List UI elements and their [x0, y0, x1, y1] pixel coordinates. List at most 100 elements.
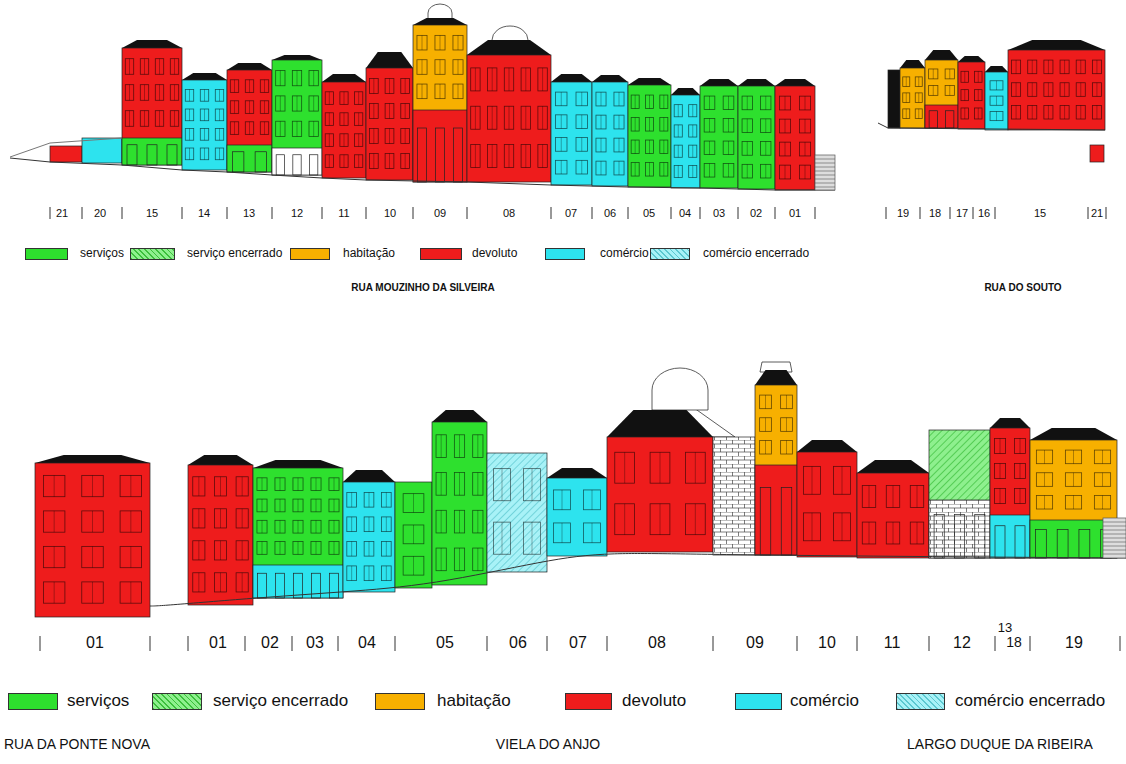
- window: [689, 165, 697, 177]
- window-bar: [313, 96, 314, 111]
- window: [886, 486, 899, 508]
- facade: [857, 473, 929, 558]
- tick: [628, 207, 629, 219]
- window: [596, 161, 606, 175]
- window: [155, 111, 163, 127]
- building: [122, 40, 182, 165]
- facade: [547, 478, 607, 556]
- facade: [888, 70, 900, 128]
- window-bar: [405, 129, 406, 144]
- window-bar: [1000, 489, 1001, 504]
- window-bar: [692, 125, 693, 137]
- window-bar: [1044, 450, 1045, 464]
- window-bar: [262, 478, 263, 491]
- door: [954, 515, 964, 559]
- window-bar: [174, 59, 175, 75]
- facade: [343, 482, 395, 592]
- window: [834, 513, 851, 541]
- building-number: 10: [818, 634, 836, 652]
- window: [340, 113, 348, 126]
- facade: [628, 85, 671, 187]
- window-bar: [933, 85, 934, 95]
- window: [1044, 60, 1053, 74]
- window-bar: [581, 115, 582, 129]
- window: [325, 155, 333, 168]
- window-bar: [373, 154, 374, 169]
- window: [401, 79, 410, 94]
- building-number: VIELA DO ANJO: [496, 737, 600, 752]
- window-bar: [477, 548, 478, 571]
- window: [910, 522, 923, 544]
- window: [185, 129, 193, 141]
- tick: [607, 636, 608, 651]
- window-bar: [242, 509, 243, 528]
- window: [760, 395, 772, 409]
- window-bar: [297, 96, 298, 111]
- window-bar: [369, 541, 370, 556]
- window-bar: [344, 155, 345, 168]
- window: [329, 520, 339, 533]
- window-bar: [174, 85, 175, 101]
- window: [309, 71, 318, 86]
- window: [257, 542, 267, 555]
- window: [276, 71, 285, 86]
- window-bar: [334, 520, 335, 533]
- window: [236, 509, 248, 528]
- building: [253, 460, 343, 598]
- window-bar: [785, 165, 786, 179]
- tick: [1088, 207, 1089, 219]
- window: [990, 96, 1003, 105]
- roof: [122, 40, 182, 48]
- window: [82, 582, 103, 603]
- window: [538, 106, 547, 129]
- door: [276, 573, 285, 598]
- window-bar: [1020, 439, 1021, 454]
- street-name: RUA DO SOUTO: [984, 282, 1061, 293]
- tick: [671, 207, 672, 219]
- window: [401, 154, 410, 169]
- window-bar: [561, 92, 562, 106]
- building: [366, 52, 413, 180]
- window: [260, 122, 268, 135]
- window: [369, 129, 378, 144]
- window: [779, 142, 790, 156]
- window-bar: [242, 573, 243, 592]
- window-bar: [373, 104, 374, 119]
- window: [120, 582, 141, 603]
- tick: [322, 207, 323, 219]
- window: [704, 164, 715, 178]
- window-bar: [413, 494, 414, 513]
- building-number: 19: [897, 207, 909, 219]
- stair-step: [1103, 542, 1126, 543]
- window: [645, 118, 653, 132]
- window: [929, 85, 938, 95]
- window: [260, 80, 268, 93]
- building-number: 06: [604, 207, 616, 219]
- window: [799, 119, 810, 133]
- window-bar: [298, 542, 299, 555]
- building: [925, 50, 958, 128]
- facade: [607, 437, 713, 552]
- window: [454, 435, 464, 458]
- window-bar: [1032, 60, 1033, 74]
- window: [650, 452, 670, 483]
- roof: [1008, 40, 1105, 50]
- window: [804, 513, 821, 541]
- window-bar: [220, 509, 221, 528]
- facade: [413, 25, 467, 182]
- window-bar: [678, 105, 679, 117]
- window-bar: [996, 96, 997, 105]
- window: [685, 504, 705, 535]
- window: [761, 119, 771, 133]
- window: [521, 145, 530, 168]
- window-bar: [358, 155, 359, 168]
- window: [554, 523, 571, 543]
- window: [1060, 83, 1069, 97]
- window-bar: [220, 541, 221, 560]
- building: [755, 370, 797, 555]
- window: [311, 478, 321, 491]
- tick: [245, 636, 246, 651]
- window-bar: [189, 90, 190, 102]
- window-bar: [964, 108, 965, 119]
- window: [862, 486, 875, 508]
